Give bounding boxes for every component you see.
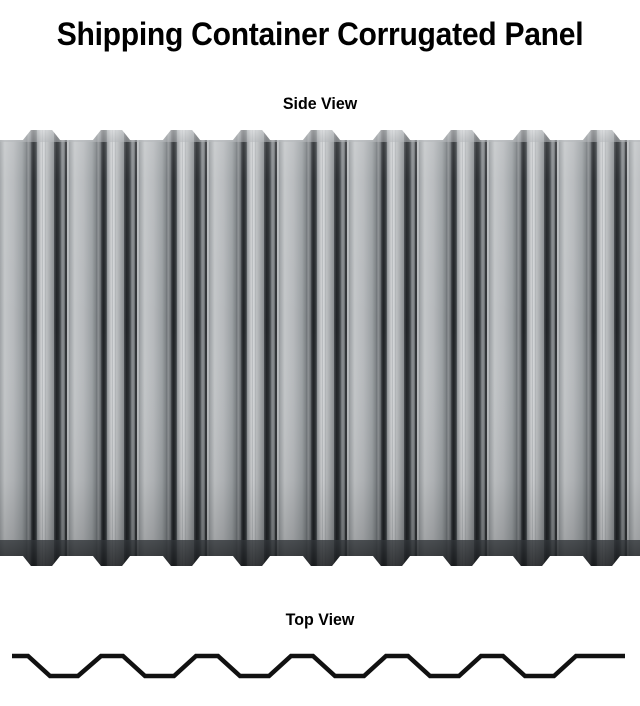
corrugation-profile-line: [12, 653, 625, 679]
side-view-svg: [0, 130, 640, 566]
page-title: Shipping Container Corrugated Panel: [56, 16, 584, 52]
top-view-label: Top View: [285, 610, 355, 629]
side-view-panel: [0, 128, 640, 568]
top-view-profile: [0, 636, 640, 692]
top-view-svg: [12, 653, 625, 679]
corrugation-body: [0, 130, 640, 566]
side-view-label: Side View: [282, 94, 358, 113]
